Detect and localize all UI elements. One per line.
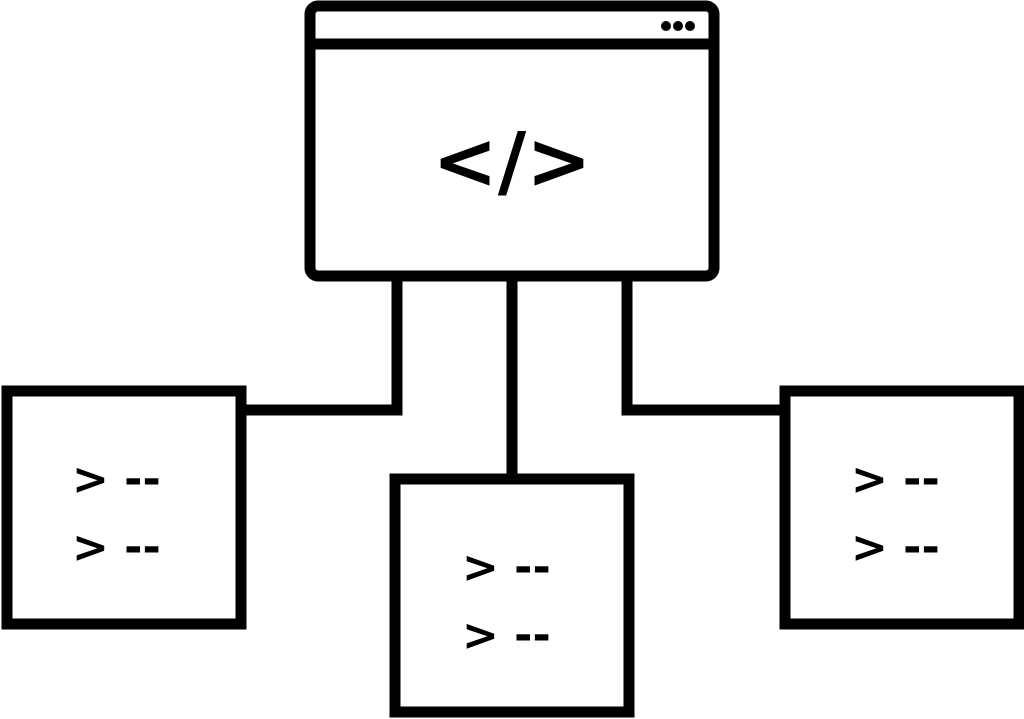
terminal-line: > -- [462,542,551,593]
more-horizontal-icon [661,21,695,31]
code-icon: </> [432,117,591,207]
terminal-line: > -- [851,454,940,505]
terminal-center-frame [389,473,635,718]
connectors [242,278,785,479]
terminal-right: > -- > -- [779,385,1024,630]
terminal-right-frame [779,385,1024,630]
terminal-line: > -- [462,610,551,661]
browser-window-frame [304,0,720,282]
terminal-left-frame [1,385,247,630]
connector-left [242,278,403,416]
terminal-line: > -- [72,522,161,573]
connector-right [621,278,785,416]
terminal-center: > -- > -- [389,473,635,718]
terminal-line: > -- [72,454,161,505]
terminal-left: > -- > -- [1,385,247,630]
terminal-line: > -- [851,522,940,573]
browser-window: </> [304,0,720,282]
